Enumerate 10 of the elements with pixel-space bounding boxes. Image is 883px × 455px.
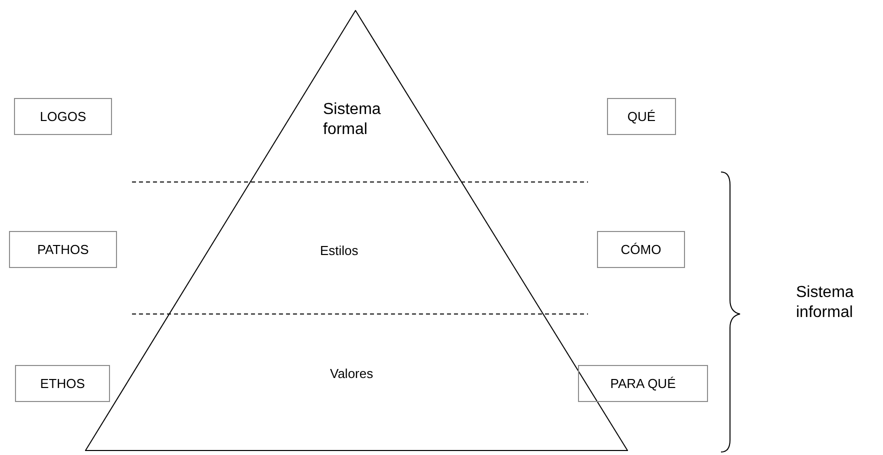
label-box: LOGOS (14, 98, 112, 135)
label-box: ETHOS (15, 365, 110, 402)
label-box: PATHOS (9, 231, 117, 268)
label-box: CÓMO (597, 231, 685, 268)
tier-title: Estilos (320, 243, 358, 260)
label-box: PARA QUÉ (578, 365, 708, 402)
label-box: QUÉ (607, 98, 676, 135)
bracket-label: Sistema informal (796, 283, 855, 323)
tier-title: Valores (330, 366, 374, 382)
tier-title: Sistema formal (323, 100, 382, 140)
